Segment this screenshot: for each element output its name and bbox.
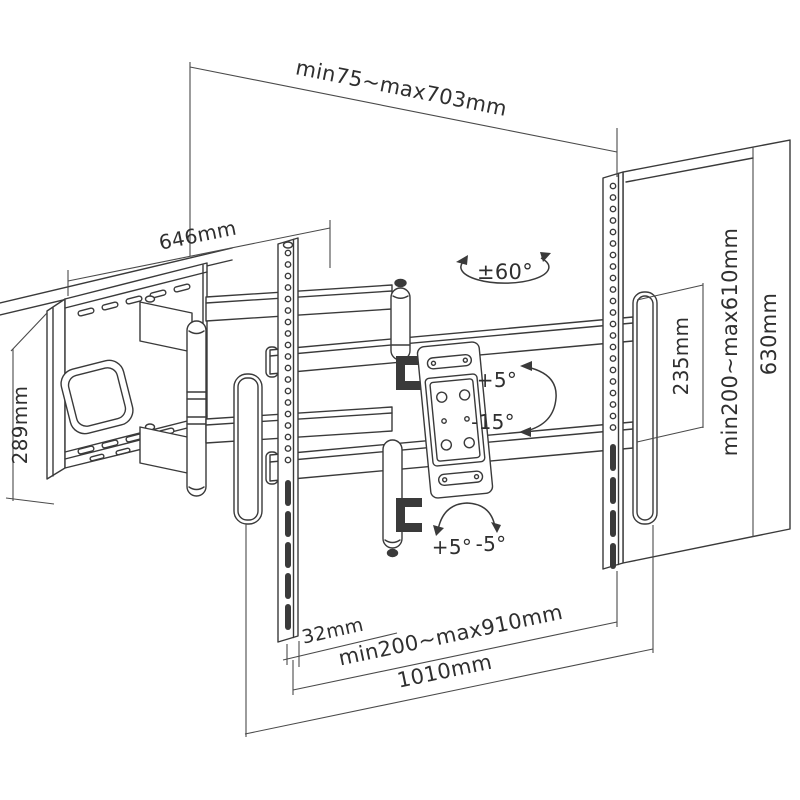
swivel-angle-label: ±60°	[477, 260, 533, 284]
dim-vesa-width-range	[292, 571, 618, 695]
pivot-bolt	[394, 278, 407, 288]
rail-holes	[284, 249, 292, 464]
tilt-arc	[519, 361, 557, 437]
vesa-height-range-label: min200~max610mm	[718, 228, 742, 457]
vesa-clamp-lower	[396, 498, 422, 532]
rail-slots	[285, 480, 291, 630]
spacer-bars	[233, 291, 658, 525]
angle-labels: ±60° +5° -15° +5° -5°	[432, 260, 533, 559]
pivot-bolt	[386, 548, 399, 558]
dim-plate-height	[5, 312, 55, 505]
level-minus-label: -5°	[476, 532, 507, 556]
vesa-clamp-upper	[396, 356, 422, 390]
tv-rail-right	[602, 171, 624, 570]
rail-slots	[610, 444, 616, 569]
tv-rail-left	[277, 237, 299, 643]
upper-arm-link2	[205, 284, 393, 322]
dimension-lines	[5, 62, 754, 737]
tilt-down-label: -15°	[471, 410, 515, 434]
dim-extension-range	[189, 62, 618, 256]
swivel-arc	[456, 252, 551, 284]
extension-range-label: min75~max703mm	[294, 55, 509, 121]
plate-height-label: 289mm	[8, 386, 32, 465]
dim-plate-width	[67, 220, 331, 296]
dim-rail-offset	[282, 632, 398, 667]
bracket-spacing-label: 235mm	[669, 317, 693, 396]
bracket-height-label: 630mm	[757, 293, 781, 376]
vesa-plate	[396, 341, 494, 532]
tilt-up-label: +5°	[477, 368, 517, 392]
plate-bolt	[144, 295, 156, 303]
level-arc	[433, 502, 501, 536]
level-plus-label: +5°	[432, 535, 472, 559]
dim-crossbar-width	[244, 524, 654, 737]
angle-arcs	[433, 252, 557, 536]
plate-cable-cutout	[60, 359, 134, 435]
crossbar-width-label: 1010mm	[395, 650, 494, 693]
dim-bracket-spacing	[636, 283, 704, 443]
arm-pivot-shaft	[186, 320, 207, 497]
rail-holes	[609, 182, 617, 431]
